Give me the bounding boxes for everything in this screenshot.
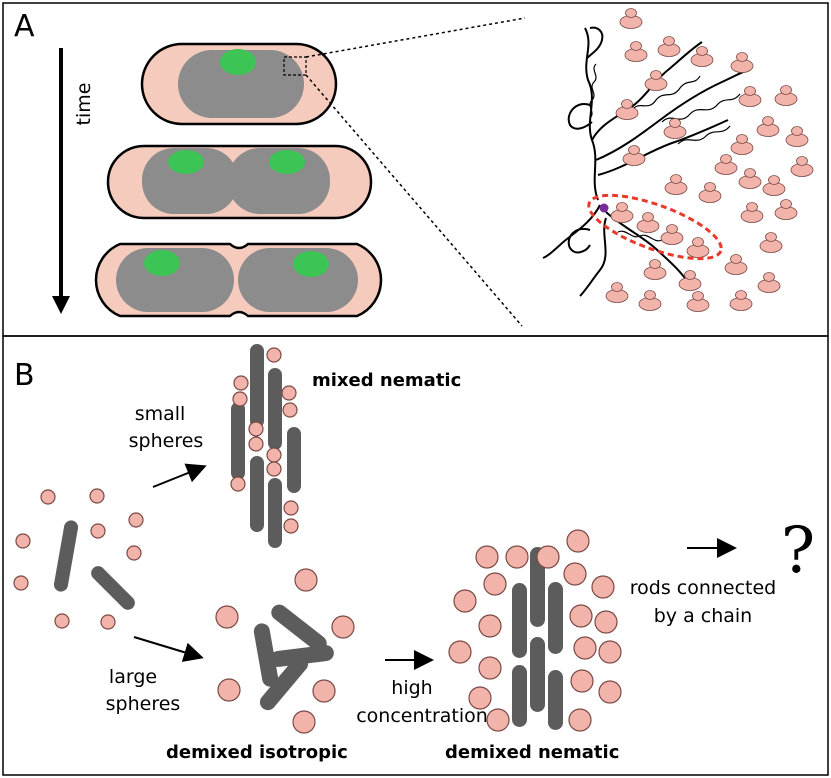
arrow-to-demixed-isotropic — [133, 636, 204, 662]
crowder-particle — [636, 212, 660, 233]
panel-b-letter: B — [14, 358, 35, 393]
rods — [253, 604, 334, 711]
panel-b-frame — [2, 335, 829, 776]
crowder-particle — [610, 202, 634, 223]
high-concentration-label-line1: high — [391, 677, 432, 699]
protein-dot — [599, 203, 609, 213]
large-spheres — [215, 568, 355, 734]
crowder-particle — [619, 8, 643, 29]
rods — [512, 547, 563, 730]
crowder-particle — [774, 85, 798, 106]
crowder-particle — [714, 154, 738, 175]
rods-chain-label-line1: rods connected — [630, 577, 777, 599]
large-spheres-label-line1: large — [109, 666, 157, 688]
large-spheres — [448, 529, 622, 732]
crowder-particle — [660, 224, 684, 245]
crowder-particle — [762, 175, 786, 196]
crowder-particle — [638, 290, 662, 311]
green-spot — [168, 150, 204, 174]
small-spheres-label-line1: small — [135, 403, 186, 425]
crowder-particle — [759, 232, 783, 253]
mixed-nematic-label: mixed nematic — [312, 370, 461, 391]
zoom-line-top — [305, 17, 526, 58]
rod — [91, 566, 135, 610]
crowder-particle — [738, 168, 762, 189]
crowder-particle — [686, 237, 710, 258]
mixed-nematic-cluster — [230, 344, 301, 548]
nucleoid — [142, 148, 238, 214]
demixed-nematic-label: demixed nematic — [445, 742, 619, 763]
green-spot — [293, 251, 329, 277]
demixed-nematic-cluster — [448, 529, 622, 732]
arrow-to-mixed-nematic — [152, 463, 207, 488]
crowder-particle — [605, 282, 629, 303]
dna-strands — [542, 26, 749, 297]
crowder-particle — [790, 156, 814, 177]
crowder-particle — [663, 118, 687, 139]
time-label: time — [73, 83, 95, 126]
crowder-particle — [740, 202, 764, 223]
crowder-particle — [774, 199, 798, 220]
small-spheres-label-line2: spheres — [129, 430, 204, 452]
crowder-particle — [756, 116, 780, 137]
cell-1 — [140, 42, 338, 126]
crowder-particle — [729, 290, 753, 311]
high-concentration-label-line2: concentration — [356, 705, 488, 727]
crowder-particle — [657, 36, 681, 57]
crowder-particle — [664, 174, 688, 195]
cell-2 — [106, 144, 373, 220]
crowder-particle — [730, 52, 754, 73]
crowder-particle — [724, 254, 748, 275]
green-spot — [144, 250, 180, 276]
demixed-isotropic-cluster — [215, 568, 355, 734]
green-spot — [269, 150, 305, 174]
small-spheres — [230, 347, 299, 534]
green-spot — [220, 49, 256, 75]
rod — [53, 520, 79, 592]
rods — [231, 344, 301, 548]
zoom-line-bottom — [305, 74, 523, 327]
panel-a-letter: A — [14, 9, 35, 44]
crowder-particle — [643, 259, 667, 280]
crowder-particle — [757, 272, 781, 293]
crowder-particle — [690, 46, 714, 67]
time-arrow-head — [52, 296, 70, 314]
crowder-particles — [605, 8, 814, 312]
crowder-particle — [624, 41, 648, 62]
crowder-particle — [698, 182, 722, 203]
rods-chain-label-line2: by a chain — [654, 605, 752, 627]
crowder-particle — [730, 134, 754, 155]
cell-3 — [94, 242, 383, 318]
nucleoid — [178, 50, 304, 118]
large-spheres-label-line2: spheres — [106, 693, 181, 715]
crowder-particle — [686, 291, 710, 312]
demixed-isotropic-label: demixed isotropic — [166, 742, 348, 763]
zoom-box — [283, 56, 307, 76]
crowder-particle — [622, 145, 646, 166]
crowder-particle — [738, 86, 762, 107]
initial-mixture — [13, 488, 144, 630]
crowder-particle — [615, 99, 639, 120]
question-mark: ? — [781, 514, 815, 588]
small-spheres — [13, 488, 144, 630]
crowder-particle — [785, 126, 809, 147]
